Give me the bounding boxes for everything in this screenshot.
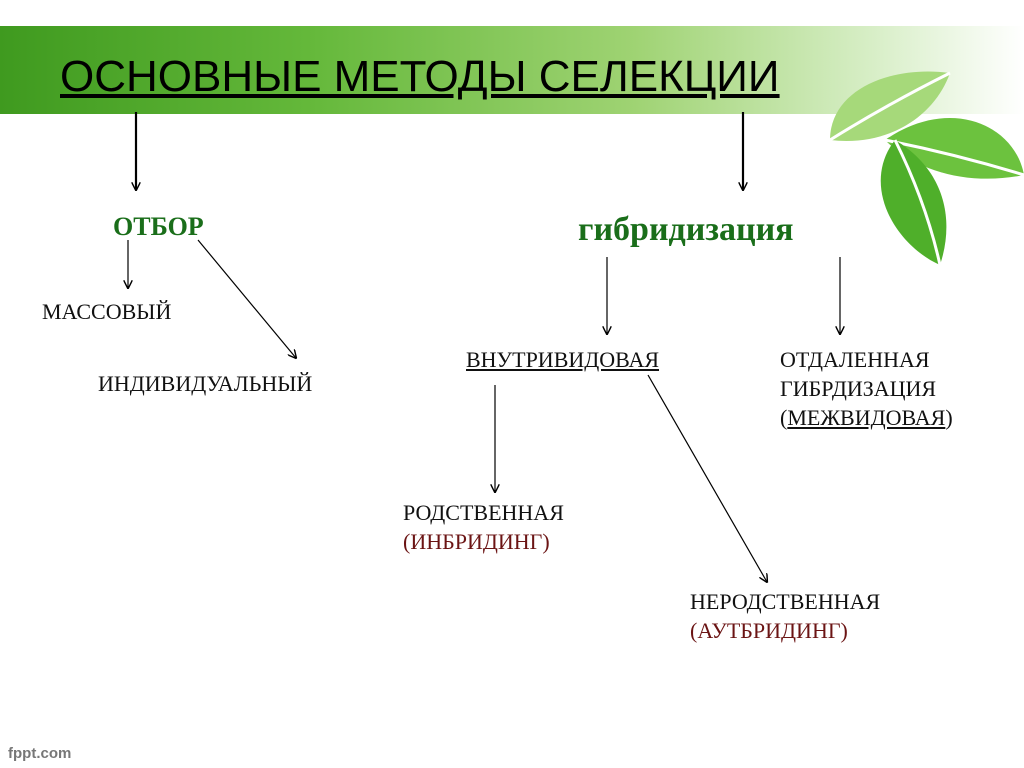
individual-selection-label: ИНДИВИДУАЛЬНЫЙ: [98, 371, 313, 396]
related-crossing-block: РОДСТВЕННАЯ (ИНБРИДИНГ): [403, 498, 564, 556]
leaf-top-icon: [829, 71, 951, 142]
page-title: ОСНОВНЫЕ МЕТОДЫ СЕЛЕКЦИИ: [60, 52, 780, 101]
mass-selection-label: МАССОВЫЙ: [42, 299, 172, 324]
distant-hybridization-block: ОТДАЛЕННАЯ ГИБРДИЗАЦИЯ (МЕЖВИДОВАЯ): [780, 345, 953, 432]
interspecific-label: МЕЖВИДОВАЯ: [787, 405, 946, 430]
paren-open: (: [780, 405, 788, 430]
intraspecific-label: ВНУТРИВИДОВАЯ: [466, 347, 660, 372]
unrelated-line1: НЕРОДСТВЕННАЯ: [690, 589, 881, 614]
distant-line1: ОТДАЛЕННАЯ: [780, 347, 930, 372]
selection-label: ОТБОР: [113, 212, 204, 241]
unrelated-crossing-block: НЕРОДСТВЕННАЯ (АУТБРИДИНГ): [690, 587, 880, 645]
arrow-selection-to-individual: [197, 239, 296, 358]
arrow-intraspecific-to-unrelated: [647, 374, 767, 582]
related-line1: РОДСТВЕННАЯ: [403, 500, 564, 525]
footer-watermark: fppt.com: [8, 745, 72, 762]
leaf-bottom-icon: [880, 139, 947, 266]
outbreeding-label: (АУТБРИДИНГ): [690, 618, 848, 643]
distant-line2: ГИБРДИЗАЦИЯ: [780, 376, 937, 401]
paren-close: ): [945, 405, 953, 430]
hybridization-label: гибридизация: [578, 211, 794, 248]
inbreeding-label: (ИНБРИДИНГ): [403, 529, 550, 554]
distant-line3: (МЕЖВИДОВАЯ): [780, 403, 953, 432]
leaf-decoration-icon: [829, 71, 1024, 266]
